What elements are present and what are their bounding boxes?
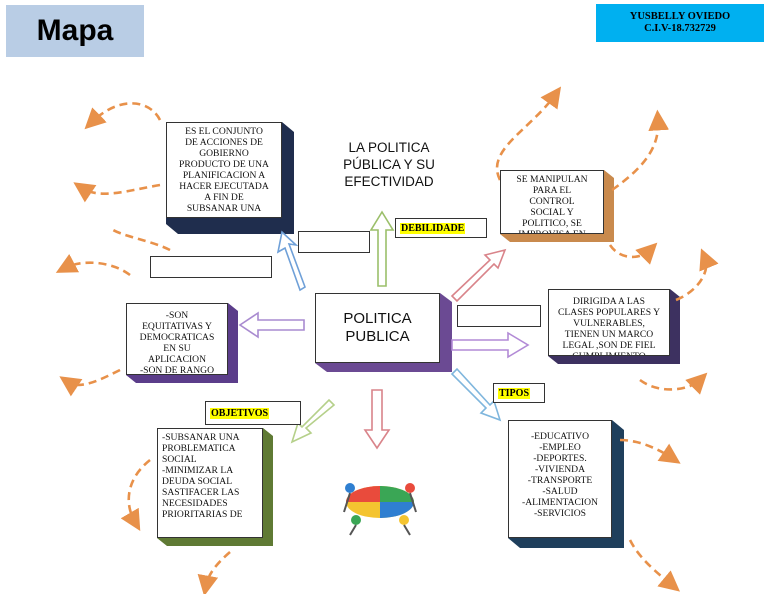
- target-line: CUMPLIMIENTO: [553, 351, 665, 355]
- types-line: -EDUCATIVO: [530, 431, 590, 442]
- target-line: CLASES POPULARES Y: [558, 307, 660, 318]
- tipos-label-text: TIPOS: [498, 387, 531, 399]
- target-line: VULNERABLES,: [573, 318, 645, 329]
- definition-line: SUBSANAR UNA: [186, 203, 262, 214]
- types-line: -ALIMENTACION: [522, 497, 598, 508]
- weakness-line: PARA EL: [532, 185, 572, 196]
- objectives-line: SASTIFACER LAS: [162, 487, 240, 498]
- main-heading-line-1: LA POLITICA: [348, 140, 430, 155]
- puzzle-people-icon: [343, 483, 417, 536]
- objetivos-label-text: OBJETIVOS: [210, 407, 270, 419]
- empty-box-3: [457, 305, 541, 327]
- weakness-line: POLITICO, SE: [522, 218, 582, 229]
- characteristics-line: -SON DE RANGO: [139, 365, 215, 375]
- target-line: TIENEN UN MARCO: [564, 329, 654, 340]
- definition-line: GOBIERNO: [199, 148, 249, 159]
- definition-line: ES EL CONJUNTO: [185, 126, 263, 137]
- page-title: Mapa: [36, 14, 114, 47]
- types-line: -DEPORTES.: [533, 453, 587, 464]
- definition-line: A FIN DE: [204, 192, 244, 203]
- dashed-curved-arrows: [55, 86, 719, 594]
- author-id: C.I.V-18.732729: [644, 23, 716, 34]
- objetivos-label: OBJETIVOS: [205, 401, 301, 425]
- politica-publica-node: POLITICA PUBLICA: [315, 293, 440, 363]
- characteristics-line: EN SU: [163, 343, 191, 354]
- weakness-line: CONTROL: [529, 196, 575, 207]
- weakness-line: IMPROVISA EN: [505, 229, 599, 233]
- main-heading-line-3: EFECTIVIDAD: [344, 174, 434, 189]
- empty-box-1: [298, 231, 370, 253]
- debilidades-label-text: DEBILIDADE: [400, 222, 466, 234]
- types-line: -TRANSPORTE: [527, 475, 593, 486]
- empty-box-2: [150, 256, 272, 278]
- characteristics-line: APLICACION: [147, 354, 207, 365]
- main-heading-line-2: PÚBLICA Y SU: [343, 157, 435, 172]
- characteristics-line: -SON: [165, 310, 189, 321]
- characteristics-line: EQUITATIVAS Y: [142, 321, 212, 332]
- objectives-line: -SUBSANAR UNA: [162, 432, 240, 443]
- definition-line: PLANIFICACION A: [182, 170, 266, 181]
- title-box: Mapa: [6, 5, 144, 57]
- main-heading: LA POLITICA PÚBLICA Y SU EFECTIVIDAD: [330, 139, 448, 190]
- definition-line: DE ACCIONES DE: [185, 137, 263, 148]
- types-line: -VIVIENDA: [534, 464, 586, 475]
- connector-arrows: [238, 210, 530, 450]
- author-name: YUSBELLY OVIEDO: [629, 11, 731, 22]
- target-line: LEGAL ,SON DE FIEL: [562, 340, 656, 351]
- definition-line: PRODUCTO DE UNA: [179, 159, 269, 170]
- debilidades-label: DEBILIDADE: [395, 218, 487, 238]
- types-card: -EDUCATIVO-EMPLEO-DEPORTES.-VIVIENDA-TRA…: [508, 420, 612, 538]
- objectives-line: DEUDA SOCIAL: [162, 476, 233, 487]
- objectives-line: SOCIAL: [162, 454, 197, 465]
- objectives-line: -MINIMIZAR LA: [162, 465, 234, 476]
- weakness-line: SOCIAL Y: [530, 207, 574, 218]
- definition-line: HACER EJECUTADA: [179, 181, 269, 192]
- characteristics-line: DEMOCRATICAS: [139, 332, 215, 343]
- target-line: DIRIGIDA A LAS: [573, 296, 645, 307]
- weakness-line: SE MANIPULAN: [516, 174, 588, 185]
- types-line: -SALUD: [542, 486, 578, 497]
- types-line: -EMPLEO: [539, 442, 581, 453]
- politica-publica-label: POLITICA PUBLICA: [343, 310, 412, 345]
- types-line: -SERVICIOS: [533, 508, 586, 519]
- author-box: YUSBELLY OVIEDO C.I.V-18.732729: [596, 4, 764, 42]
- objectives-line: PRIORITARIAS DE: [162, 509, 243, 520]
- tipos-label: TIPOS: [493, 383, 545, 403]
- objectives-line: PROBLEMATICA: [162, 443, 236, 454]
- types-text: -EDUCATIVO-EMPLEO-DEPORTES.-VIVIENDA-TRA…: [513, 431, 607, 519]
- objectives-line: NECESIDADES: [162, 498, 228, 509]
